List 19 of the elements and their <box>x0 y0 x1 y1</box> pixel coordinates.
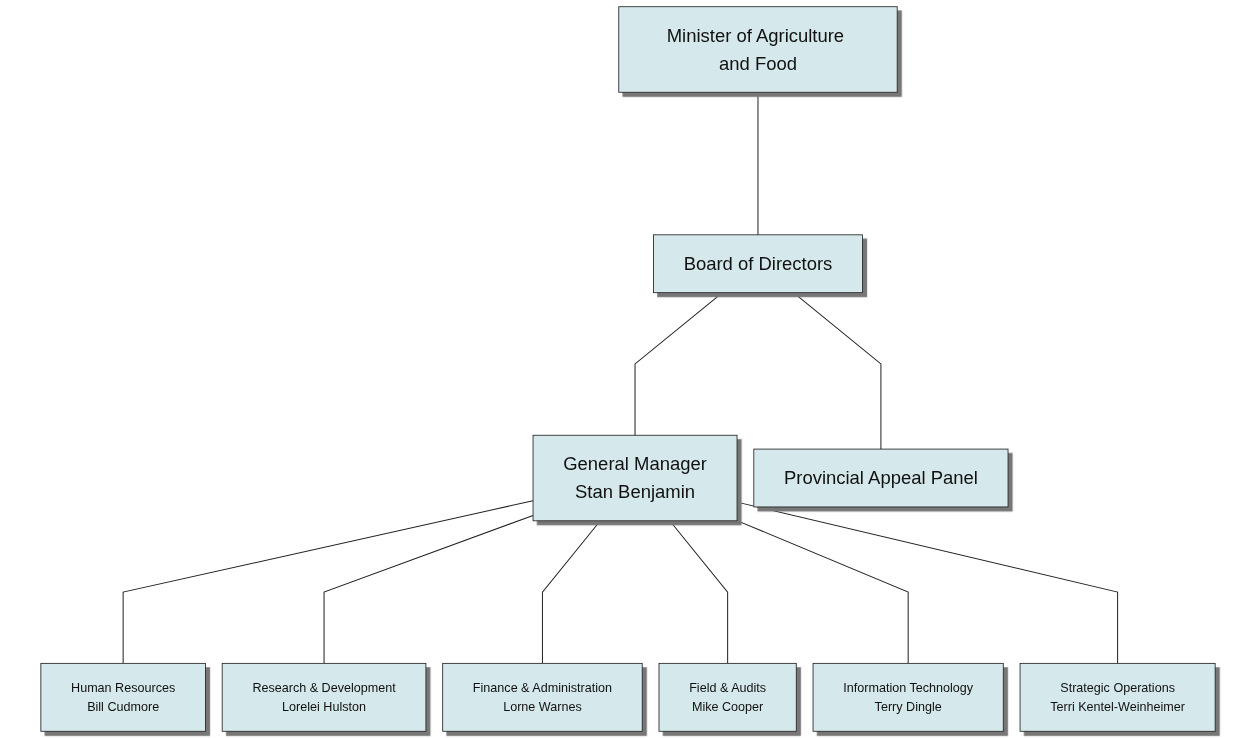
connector <box>757 91 759 236</box>
node-box: Minister of Agriculture and Food <box>618 6 898 93</box>
node-box: Provincial Appeal Panel <box>753 448 1009 508</box>
node-box: Strategic Operations Terri Kentel-Weinheimer <box>1019 662 1216 732</box>
connector <box>736 501 1119 664</box>
connector <box>541 520 601 664</box>
connector <box>669 520 729 664</box>
connector <box>122 500 534 664</box>
node-box: Information Technology Terry Dingle <box>812 662 1004 732</box>
connector <box>792 292 882 450</box>
node-box: Board of Directors <box>653 234 863 294</box>
node-box: Human Resources Bill Cudmore <box>40 662 206 732</box>
node-box: Field & Audits Mike Cooper <box>658 662 797 732</box>
node-box: General Manager Stan Benjamin <box>532 434 738 522</box>
node-box: Research & Development Lorelei Hulston <box>221 662 427 732</box>
connector <box>323 514 534 664</box>
connector <box>736 520 909 664</box>
connector <box>634 292 723 436</box>
node-box: Finance & Administration Lorne Warnes <box>442 662 643 732</box>
